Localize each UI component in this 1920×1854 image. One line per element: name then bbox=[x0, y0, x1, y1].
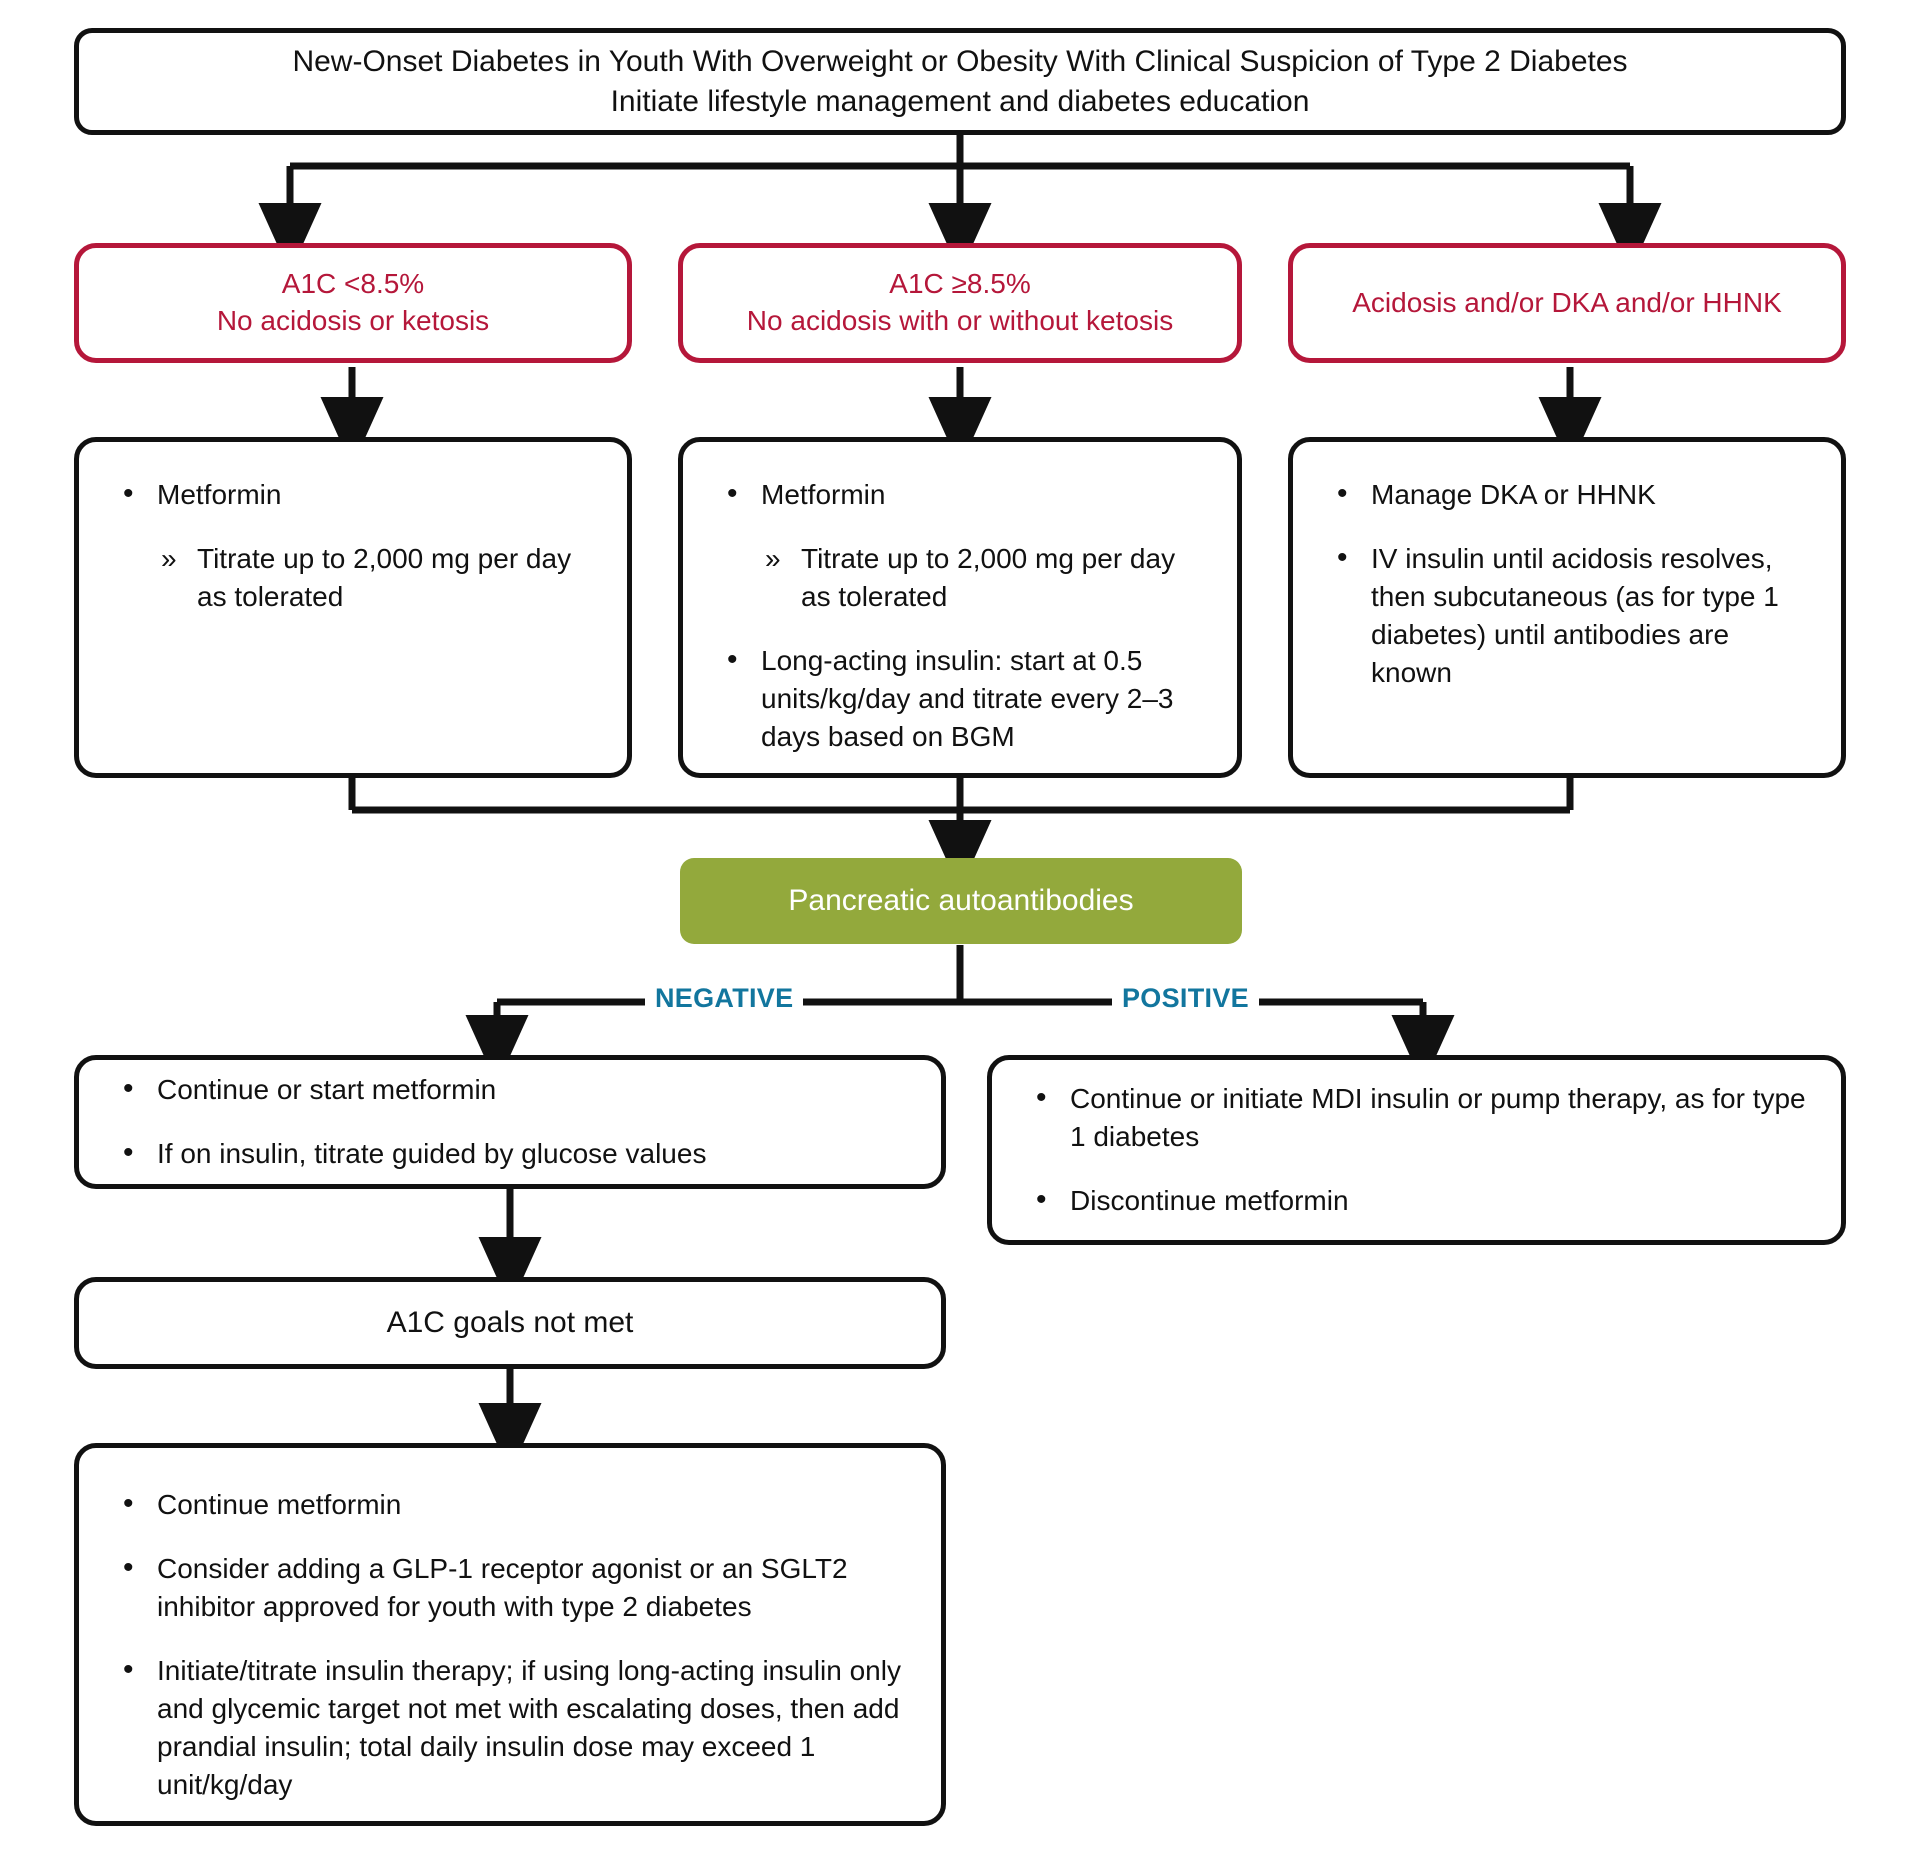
node-a1c-goals-not-met: A1C goals not met bbox=[74, 1277, 946, 1369]
list-item: Long-acting insulin: start at 0.5 units/… bbox=[717, 640, 1207, 756]
node-escalation-therapy: Continue metformin Consider adding a GLP… bbox=[74, 1443, 946, 1826]
node-criteria-a1c-low: A1C <8.5% No acidosis or ketosis bbox=[74, 243, 632, 363]
node-criteria-a1c-low-line1: A1C <8.5% bbox=[281, 268, 425, 300]
node-criteria-a1c-low-line2: No acidosis or ketosis bbox=[216, 305, 490, 336]
node-criteria-a1c-high-line2: No acidosis with or without ketosis bbox=[746, 305, 1174, 336]
list-item: Titrate up to 2,000 mg per day as tolera… bbox=[717, 540, 1207, 616]
list-item: Discontinue metformin bbox=[1026, 1180, 1811, 1221]
branch-label-negative: NEGATIVE bbox=[645, 983, 804, 1014]
list-item: Metformin bbox=[717, 474, 1207, 515]
list-item: Initiate/titrate insulin therapy; if usi… bbox=[113, 1650, 911, 1804]
list-item: Titrate up to 2,000 mg per day as tolera… bbox=[113, 540, 597, 616]
list-item: Consider adding a GLP-1 receptor agonist… bbox=[113, 1548, 911, 1626]
node-outcome-antibody-negative: Continue or start metformin If on insuli… bbox=[74, 1055, 946, 1189]
node-treatment-acidosis-list: Manage DKA or HHNK IV insulin until acid… bbox=[1293, 474, 1841, 692]
node-top-entry-line1: New-Onset Diabetes in Youth With Overwei… bbox=[292, 44, 1628, 78]
list-item: Metformin bbox=[113, 474, 597, 515]
node-treatment-a1c-high: Metformin Titrate up to 2,000 mg per day… bbox=[678, 437, 1242, 778]
list-item: Manage DKA or HHNK bbox=[1327, 474, 1811, 515]
node-treatment-acidosis: Manage DKA or HHNK IV insulin until acid… bbox=[1288, 437, 1846, 778]
node-top-entry: New-Onset Diabetes in Youth With Overwei… bbox=[74, 28, 1846, 135]
list-item: Continue or initiate MDI insulin or pump… bbox=[1026, 1078, 1811, 1156]
node-decision-autoantibodies-label: Pancreatic autoantibodies bbox=[788, 884, 1134, 917]
node-criteria-a1c-low-text: A1C <8.5% No acidosis or ketosis bbox=[191, 266, 515, 340]
node-outcome-antibody-positive-list: Continue or initiate MDI insulin or pump… bbox=[992, 1078, 1841, 1221]
node-criteria-acidosis-line1: Acidosis and/or DKA and/or HHNK bbox=[1352, 286, 1782, 318]
list-item: If on insulin, titrate guided by glucose… bbox=[113, 1133, 911, 1174]
list-item: Continue or start metformin bbox=[113, 1069, 911, 1110]
node-escalation-therapy-list: Continue metformin Consider adding a GLP… bbox=[79, 1484, 941, 1805]
node-a1c-goals-not-met-text: A1C goals not met bbox=[361, 1303, 660, 1343]
node-criteria-a1c-high-text: A1C ≥8.5% No acidosis with or without ke… bbox=[721, 266, 1199, 340]
node-criteria-acidosis-text: Acidosis and/or DKA and/or HHNK bbox=[1326, 285, 1808, 322]
node-outcome-antibody-negative-list: Continue or start metformin If on insuli… bbox=[79, 1069, 941, 1174]
node-treatment-a1c-low-list: Metformin Titrate up to 2,000 mg per day… bbox=[79, 474, 627, 616]
node-outcome-antibody-positive: Continue or initiate MDI insulin or pump… bbox=[987, 1055, 1846, 1245]
node-treatment-a1c-high-list: Metformin Titrate up to 2,000 mg per day… bbox=[683, 474, 1237, 756]
node-a1c-goals-not-met-label: A1C goals not met bbox=[386, 1306, 634, 1340]
node-treatment-a1c-low: Metformin Titrate up to 2,000 mg per day… bbox=[74, 437, 632, 778]
node-criteria-a1c-high: A1C ≥8.5% No acidosis with or without ke… bbox=[678, 243, 1242, 363]
list-item: Continue metformin bbox=[113, 1484, 911, 1525]
node-decision-autoantibodies: Pancreatic autoantibodies bbox=[680, 858, 1242, 944]
node-top-entry-line2: Initiate lifestyle management and diabet… bbox=[610, 84, 1310, 118]
node-criteria-a1c-high-line1: A1C ≥8.5% bbox=[889, 268, 1031, 300]
node-top-entry-text: New-Onset Diabetes in Youth With Overwei… bbox=[266, 42, 1653, 121]
list-item: IV insulin until acidosis resolves, then… bbox=[1327, 538, 1811, 692]
node-criteria-acidosis: Acidosis and/or DKA and/or HHNK bbox=[1288, 243, 1846, 363]
branch-label-positive: POSITIVE bbox=[1112, 983, 1259, 1014]
